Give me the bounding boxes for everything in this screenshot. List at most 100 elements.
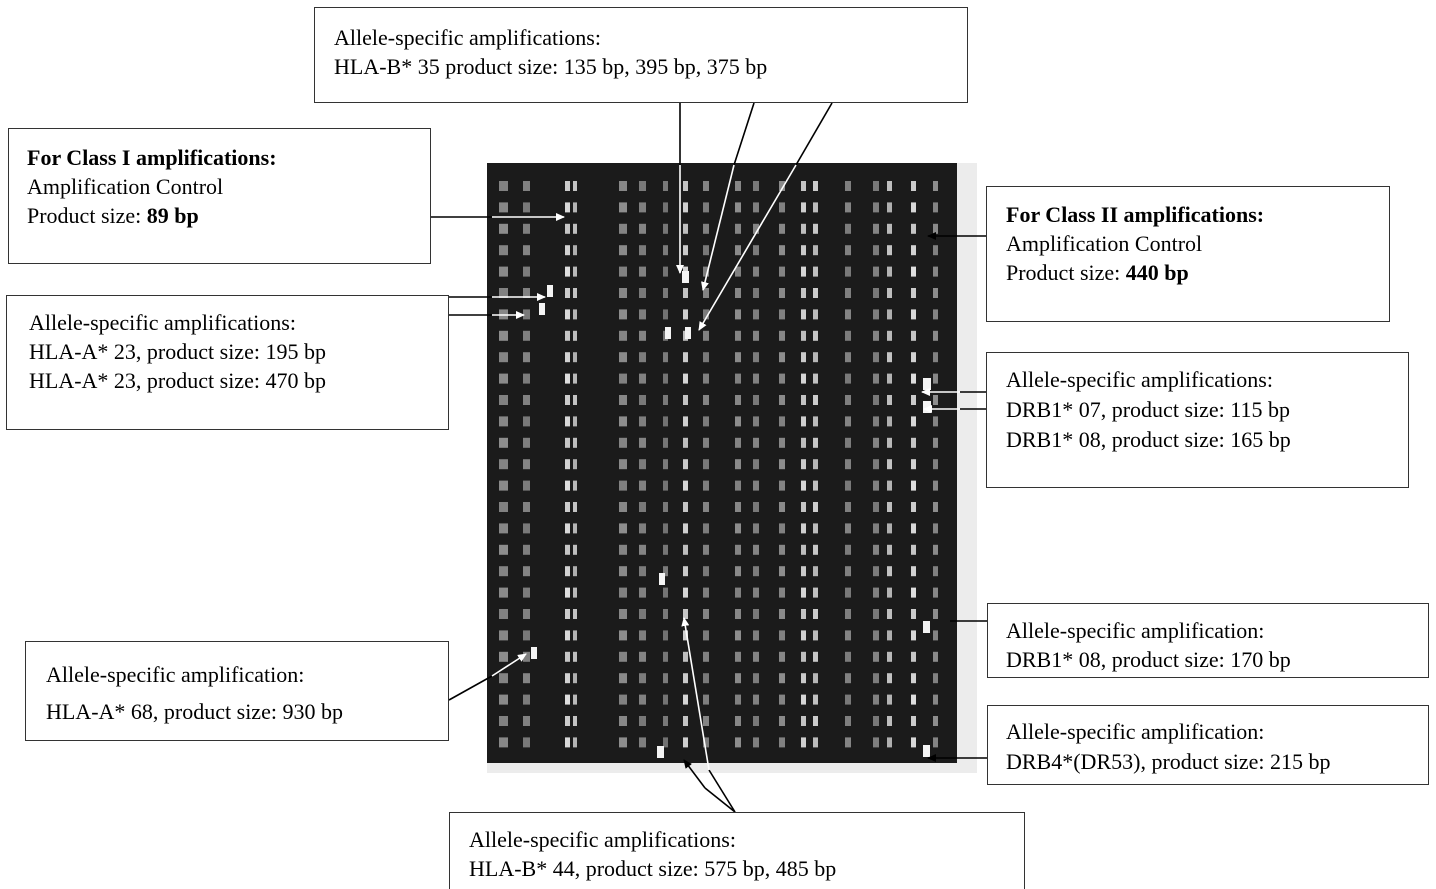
gel-band xyxy=(573,523,577,534)
gel-band xyxy=(753,566,759,577)
class1-control-text: Amplification Control xyxy=(27,174,224,199)
gel-band xyxy=(801,673,806,684)
gel-band xyxy=(703,459,709,470)
gel-band xyxy=(779,288,785,298)
gel-band xyxy=(753,502,759,512)
gel-band xyxy=(573,309,577,320)
drb1-heading: Allele-specific amplifications: xyxy=(1006,367,1273,392)
gel-band xyxy=(523,330,530,341)
gel-band xyxy=(523,544,530,555)
gel-band xyxy=(683,181,688,191)
b35-line-3 xyxy=(795,102,833,166)
gel-band xyxy=(779,716,785,726)
gel-band xyxy=(499,630,508,641)
gel-band xyxy=(873,245,879,256)
gel-band xyxy=(663,587,668,598)
gel-band xyxy=(873,566,879,577)
gel-band xyxy=(845,523,851,534)
gel-band xyxy=(753,181,759,191)
gel-band xyxy=(619,523,627,534)
gel-band xyxy=(845,395,851,405)
gel-band xyxy=(933,459,938,470)
b35-arrow-2 xyxy=(701,164,735,291)
gel-band xyxy=(523,416,530,427)
hla-b44-line: HLA-B* 44, product size: 575 bp, 485 bp xyxy=(469,856,837,881)
gel-band xyxy=(523,288,530,298)
gel-band xyxy=(933,202,938,213)
gel-band xyxy=(663,288,668,298)
gel-band xyxy=(735,309,741,320)
gel-band xyxy=(753,309,759,320)
gel-band xyxy=(735,202,741,213)
gel-band xyxy=(779,609,785,619)
gel-band xyxy=(619,373,627,384)
gel-band xyxy=(845,330,851,341)
gel-band xyxy=(813,544,818,555)
b44-arrow-2 xyxy=(683,759,706,789)
gel-band xyxy=(887,373,892,384)
gel-band xyxy=(663,416,668,427)
drb1-08-label: Allele-specific amplification: DRB1* 08,… xyxy=(987,603,1429,678)
gel-band xyxy=(753,587,759,598)
hla-b44-label: Allele-specific amplifications: HLA-B* 4… xyxy=(449,812,1025,889)
gel-band xyxy=(573,480,577,491)
gel-band-highlight xyxy=(682,271,689,283)
gel-band xyxy=(801,288,806,298)
gel-band xyxy=(573,459,577,470)
gel-band xyxy=(845,373,851,384)
gel-band xyxy=(801,266,806,277)
gel-band-highlight xyxy=(531,647,537,659)
gel-band xyxy=(619,716,627,726)
class2-size-line: Product size: 440 bp xyxy=(1006,258,1371,287)
gel-band xyxy=(753,266,759,277)
gel-band xyxy=(753,245,759,256)
gel-band xyxy=(933,309,938,320)
gel-band xyxy=(933,288,938,298)
hla-a68-line: HLA-A* 68, product size: 930 bp xyxy=(46,699,343,724)
gel-band xyxy=(911,309,916,320)
gel-band xyxy=(573,223,577,234)
gel-band xyxy=(887,352,892,363)
gel-band xyxy=(565,651,570,662)
gel-band xyxy=(619,309,627,320)
gel-band xyxy=(499,352,508,363)
gel-band xyxy=(887,437,892,448)
gel-band xyxy=(565,480,570,491)
gel-band xyxy=(565,630,570,641)
gel-band xyxy=(663,352,668,363)
drb4-heading: Allele-specific amplification: xyxy=(1006,719,1265,744)
gel-band xyxy=(523,673,530,684)
gel-band xyxy=(703,609,709,619)
gel-band xyxy=(703,651,709,662)
gel-band xyxy=(735,223,741,234)
gel-band xyxy=(911,673,916,684)
b44-line-2 xyxy=(704,787,736,813)
gel-band xyxy=(639,309,646,320)
gel-band xyxy=(499,716,508,726)
gel-band xyxy=(735,673,741,684)
gel-band xyxy=(639,480,646,491)
gel-band xyxy=(735,566,741,577)
gel-band xyxy=(619,395,627,405)
gel-band xyxy=(873,694,879,705)
gel-band xyxy=(565,544,570,555)
gel-band xyxy=(933,737,938,748)
gel-band xyxy=(619,502,627,512)
gel-band xyxy=(663,373,668,384)
gel-band xyxy=(663,737,668,748)
gel-band xyxy=(753,352,759,363)
gel-band xyxy=(887,630,892,641)
gel-band xyxy=(887,223,892,234)
drb1-08-line: DRB1* 08, product size: 165 bp xyxy=(1006,427,1291,452)
gel-band xyxy=(663,245,668,256)
gel-band xyxy=(933,181,938,191)
gel-band xyxy=(933,630,938,641)
gel-band xyxy=(779,480,785,491)
gel-band xyxy=(753,395,759,405)
gel-band xyxy=(911,437,916,448)
gel-band xyxy=(663,609,668,619)
gel-band xyxy=(663,459,668,470)
gel-band xyxy=(845,587,851,598)
gel-band xyxy=(911,395,916,405)
gel-band xyxy=(663,694,668,705)
